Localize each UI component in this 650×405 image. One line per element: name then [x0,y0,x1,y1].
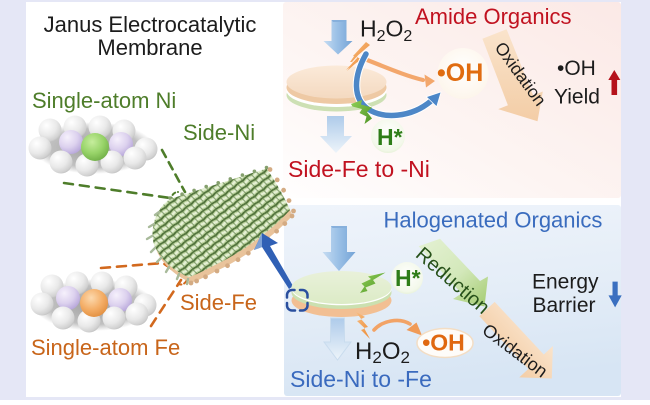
svg-text:Energy: Energy [532,271,599,294]
svg-text:Side-Ni: Side-Ni [183,120,255,145]
svg-text:Single-atom Fe: Single-atom Fe [31,335,180,360]
svg-text:•OH: •OH [422,330,465,356]
svg-text:Membrane: Membrane [97,35,202,60]
svg-text:Single-atom Ni: Single-atom Ni [32,88,176,113]
svg-text:H*: H* [395,265,421,291]
svg-text:Halogenated Organics: Halogenated Organics [384,208,603,233]
svg-text:Amide Organics: Amide Organics [415,4,572,29]
svg-text:Side-Ni to -Fe: Side-Ni to -Fe [290,366,432,392]
svg-text:Janus Electrocatalytic: Janus Electrocatalytic [44,12,257,37]
svg-text:•OH: •OH [557,57,596,80]
svg-text:Yield: Yield [554,86,600,109]
svg-text:Barrier: Barrier [533,294,596,317]
svg-text:Side-Fe: Side-Fe [180,290,257,315]
svg-text:H*: H* [377,124,403,150]
svg-text:•OH: •OH [437,59,483,87]
svg-text:Side-Fe to -Ni: Side-Fe to -Ni [288,156,430,182]
